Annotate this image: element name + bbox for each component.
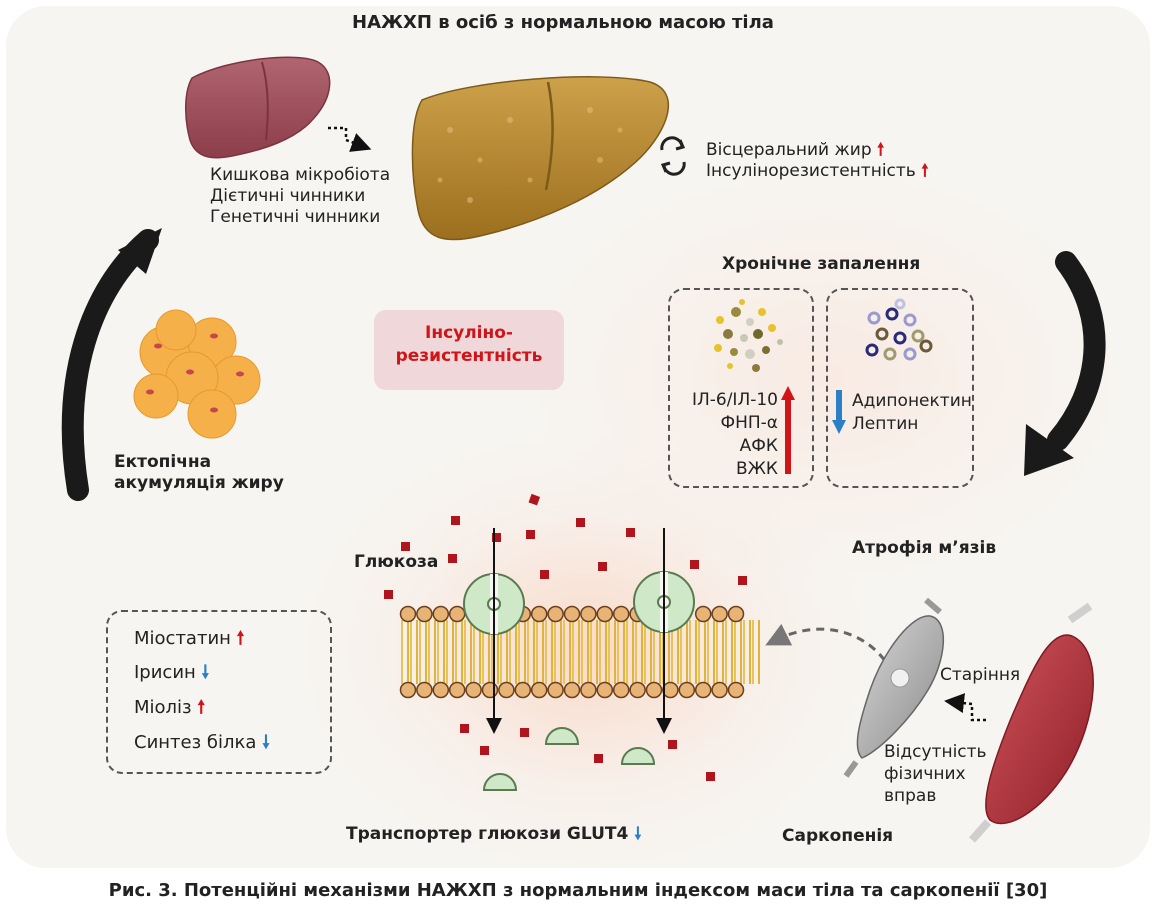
inflam-tnf: ФНП-α: [720, 413, 778, 433]
membrane-head: [416, 605, 433, 623]
membrane-head: [629, 681, 646, 699]
chronic-inflammation-label: Хронічне запалення: [722, 254, 921, 274]
curved-arrow-left: [61, 229, 159, 501]
membrane-head: [514, 681, 532, 699]
membrane-head: [678, 681, 696, 699]
cycle-icon: [660, 136, 686, 176]
membrane-head: [711, 605, 728, 623]
factor-genetic: Генетичні чинники: [210, 207, 381, 227]
membrane-head: [448, 681, 466, 699]
up-arrow-icon: 🠕: [921, 161, 929, 181]
membrane-head: [432, 681, 450, 699]
glut4-label: Транспортер глюкози GLUT4 🠗: [346, 824, 642, 844]
ir-box-line2: резистентність: [395, 346, 543, 366]
diagram-title: НАЖХП в осіб з нормальною масою тіла: [352, 12, 774, 33]
fat-cells-icon: [133, 309, 261, 439]
factor-microbiota: Кишкова мікробіота: [210, 165, 391, 185]
membrane-head: [498, 681, 515, 699]
no-exercise-line1: Відсутність: [884, 742, 987, 762]
glucose-label: Глюкоза: [354, 552, 439, 572]
glut4-vesicles: [482, 727, 656, 791]
ir-box-line1: Інсуліно-: [425, 323, 513, 343]
membrane-head: [547, 681, 564, 699]
curved-arrow-right-head: [1024, 424, 1074, 476]
membrane-head: [563, 681, 581, 699]
inflam-up-arrow-icon: [781, 386, 795, 400]
membrane-head: [432, 605, 450, 623]
membrane-head: [399, 605, 417, 623]
membrane-head: [596, 681, 614, 699]
membrane-head: [596, 605, 614, 623]
membrane-head: [727, 681, 745, 699]
membrane-head: [580, 681, 597, 699]
cytokine-dots-icon: [714, 299, 783, 372]
muscle-atrophy-label: Атрофія м’язів: [852, 538, 997, 558]
myokine-box: [106, 610, 332, 774]
atrophied-muscle-icon: [843, 597, 944, 778]
protein-synthesis-label: Синтез білка 🠗: [134, 732, 270, 753]
muscle-icon: [969, 602, 1094, 843]
cell-membrane: [399, 605, 760, 699]
membrane-head: [416, 681, 433, 699]
membrane-head: [465, 681, 482, 699]
inflam-down-arrow-icon: [832, 420, 846, 434]
membrane-head: [530, 605, 548, 623]
membrane-head: [711, 681, 728, 699]
membrane-head: [645, 681, 663, 699]
membrane-head: [448, 605, 466, 623]
no-exercise-line2: фізичних: [884, 764, 966, 784]
insulin-resistance-label: Інсулінорезистентність 🠕: [706, 161, 929, 181]
fatty-liver-icon: [411, 76, 669, 241]
curved-arrow-left-head: [118, 228, 162, 274]
glucose-molecules: [384, 493, 747, 781]
membrane-head: [694, 681, 712, 699]
myostatin-label: Міостатин 🠕: [134, 628, 245, 649]
inflam-up-bar: [785, 396, 791, 474]
healthy-liver-icon: [184, 56, 331, 159]
membrane-head: [612, 605, 630, 623]
progression-arrow: [328, 126, 372, 152]
up-arrow-icon: 🠕: [197, 697, 206, 718]
adipokine-down-box: [826, 288, 974, 488]
inflam-down-bar: [836, 390, 842, 422]
membrane-head: [662, 681, 679, 699]
down-arrow-icon: 🠗: [634, 824, 642, 844]
factor-diet: Дієтичні чинники: [210, 186, 366, 206]
adiponectin-label: Адипонектин: [852, 391, 972, 411]
inflam-ffa: ВЖК: [735, 459, 778, 479]
visceral-fat-label: Вісцеральний жир 🠕: [706, 140, 885, 160]
ectopic-line2: акумуляція жиру: [114, 473, 284, 493]
membrane-head: [612, 681, 630, 699]
membrane-head: [694, 605, 712, 623]
up-arrow-icon: 🠕: [236, 628, 245, 649]
inflam-il6: ІЛ-6/ІЛ-10: [691, 390, 778, 410]
membrane-head: [481, 681, 499, 699]
membrane-head: [399, 681, 417, 699]
no-exercise-line3: вправ: [884, 786, 937, 806]
membrane-head: [547, 605, 564, 623]
leptin-label: Лептин: [852, 414, 919, 434]
down-arrow-icon: 🠗: [262, 732, 270, 753]
sarcopenia-label: Саркопенія: [782, 826, 894, 846]
curved-arrow-right: [1047, 251, 1106, 451]
figure-caption: Рис. 3. Потенційні механізми НАЖХП з нор…: [108, 880, 1048, 901]
inflam-ros: АФК: [739, 436, 778, 456]
membrane-head: [727, 605, 745, 623]
atrophy-arrow: [765, 623, 894, 673]
up-arrow-icon: 🠕: [877, 140, 885, 160]
insulin-resistance-box: Інсуліно- резистентність: [374, 310, 564, 390]
myolysis-label: Міоліз 🠕: [134, 697, 206, 718]
aging-label: Старіння: [940, 665, 1021, 685]
membrane-head: [563, 605, 581, 623]
irisin-label: Ірисин 🠗: [134, 662, 210, 683]
inflammation-up-box: [668, 288, 814, 488]
membrane-head: [580, 605, 597, 623]
membrane-head: [530, 681, 548, 699]
adipokine-dots-icon: [865, 298, 933, 361]
aging-arrow: [944, 693, 986, 722]
down-arrow-icon: 🠗: [201, 662, 210, 683]
ectopic-line1: Ектопічна: [114, 452, 212, 472]
